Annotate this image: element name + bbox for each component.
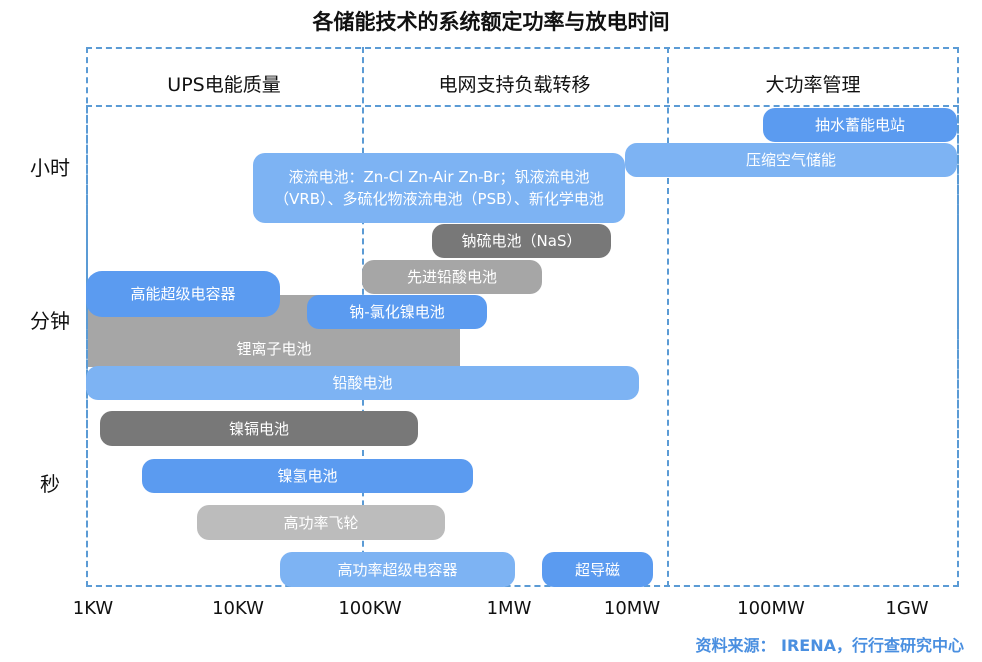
bar-smes: 超导磁 [542, 552, 653, 587]
x-tick-100mw: 100MW [737, 598, 805, 619]
x-tick-10kw: 10KW [212, 598, 264, 619]
y-tick-hours: 小时 [30, 156, 70, 180]
chart-title: 各储能技术的系统额定功率与放电时间 [312, 10, 670, 34]
bar-high-energy-supercap: 高能超级电容器 [86, 271, 280, 317]
x-tick-10mw: 10MW [603, 598, 661, 619]
bar-lithium-ion-label: 锂离子电池 [236, 340, 312, 358]
x-tick-100kw: 100KW [338, 598, 402, 619]
bar-flywheel: 高功率飞轮 [197, 505, 445, 540]
zone-ups-power-quality: UPS电能质量 [167, 74, 281, 96]
zone-bulk-power: 大功率管理 [765, 74, 861, 96]
bar-nas-battery: 钠硫电池（NaS） [432, 224, 611, 258]
bar-nimh-battery: 镍氢电池 [142, 459, 473, 493]
bar-lead-acid: 铅酸电池 [86, 366, 639, 400]
zone-divider-2 [667, 47, 669, 587]
y-tick-minutes: 分钟 [30, 309, 70, 333]
y-tick-seconds: 秒 [40, 472, 60, 496]
bar-na-nicl-battery: 钠-氯化镍电池 [307, 295, 487, 329]
bar-high-power-supercap: 高功率超级电容器 [280, 552, 515, 587]
x-tick-1kw: 1KW [72, 598, 114, 619]
bar-advanced-lead-acid: 先进铅酸电池 [362, 260, 542, 294]
x-tick-1gw: 1GW [885, 598, 929, 619]
bar-compressed-air: 压缩空气储能 [625, 143, 957, 177]
inner-frame [86, 105, 959, 587]
bar-flow-battery: 液流电池：Zn-Cl Zn-Air Zn-Br；钒液流电池（VRB）、多硫化物液… [253, 153, 625, 223]
source-note: 资料来源： IRENA，行行查研究中心 [695, 636, 964, 655]
bar-nicd-battery: 镍镉电池 [100, 411, 418, 446]
zone-grid-support: 电网支持负载转移 [438, 74, 591, 96]
bar-pumped-hydro: 抽水蓄能电站 [763, 108, 957, 142]
x-tick-1mw: 1MW [486, 598, 532, 619]
